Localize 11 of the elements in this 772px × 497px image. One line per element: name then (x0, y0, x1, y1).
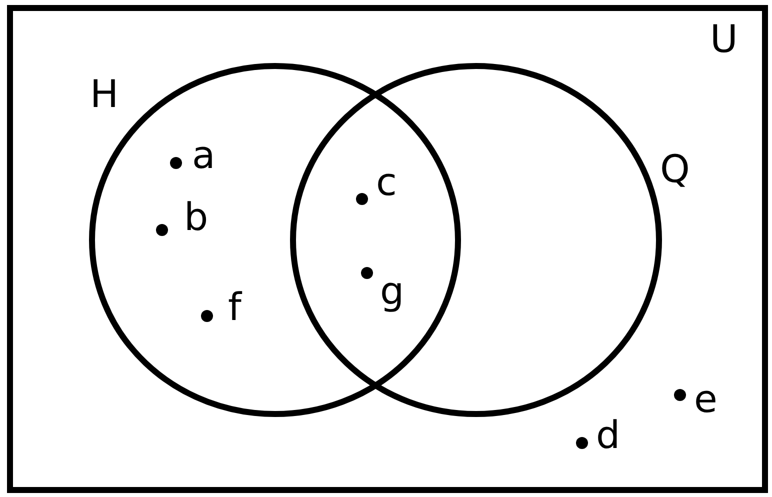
element-label: d (596, 416, 620, 454)
element-label: c (376, 163, 397, 201)
set-label: U (710, 20, 738, 58)
element-label: a (192, 136, 216, 174)
set-label: Q (660, 150, 690, 188)
element-label: b (184, 198, 208, 236)
element-label: f (228, 288, 242, 326)
element-label: g (380, 272, 404, 310)
universal-set-box (7, 5, 768, 493)
set-label: H (90, 75, 119, 113)
element-label: e (694, 380, 718, 418)
